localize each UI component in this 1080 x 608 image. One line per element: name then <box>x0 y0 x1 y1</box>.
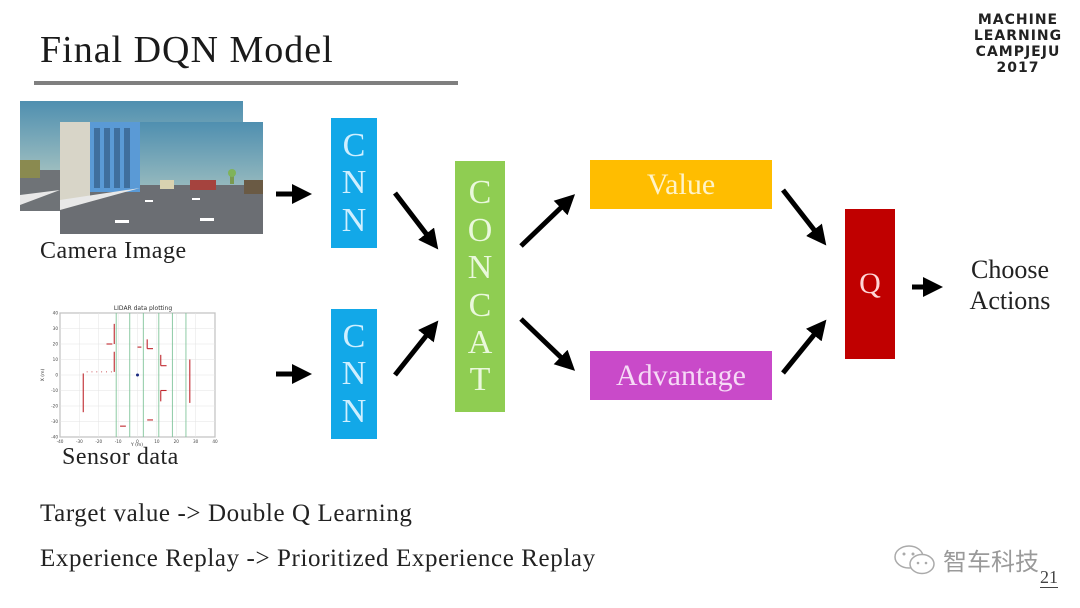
concat-letter: N <box>467 249 493 287</box>
x-tick-label: -40 <box>57 439 64 444</box>
cnn-letter: N <box>341 164 367 202</box>
arrow-cnn-bottom-to-concat <box>393 320 439 377</box>
x-tick-label: 10 <box>154 439 160 444</box>
camera-image <box>20 100 265 235</box>
y-tick-label: -20 <box>51 404 58 409</box>
lidar-points <box>82 323 191 427</box>
cnn-box-top: C N N <box>331 118 377 248</box>
wechat-icon <box>894 544 935 574</box>
logo-line: CAMPJEJU <box>975 44 1061 60</box>
x-tick-label: -30 <box>76 439 83 444</box>
x-tick-label: 0 <box>136 439 139 444</box>
cnn-letter: C <box>342 126 366 164</box>
logo-line: 2017 <box>996 60 1040 76</box>
ml-camp-jeju-logo: MACHINE LEARNING CAMPJEJU 2017 <box>968 12 1068 76</box>
concat-letter: O <box>467 211 493 249</box>
concat-box: C O N C A T <box>455 161 505 412</box>
y-tick-label: 30 <box>53 326 59 331</box>
watermark-text: 智车科技 <box>943 548 1039 576</box>
watermark: 智车科技 <box>893 542 1039 577</box>
arrow-concat-to-value <box>519 194 576 248</box>
lidar-y-label: X (m) <box>40 369 46 382</box>
y-tick-label: 10 <box>53 357 59 362</box>
choose-actions-line: Actions <box>969 286 1051 315</box>
x-tick-label: 20 <box>174 439 180 444</box>
x-tick-label: -20 <box>95 439 102 444</box>
concat-letter: A <box>467 323 493 361</box>
arrow-concat-to-advantage <box>519 317 576 371</box>
lidar-x-label: Y (m) <box>130 442 143 447</box>
y-tick-label: 0 <box>55 373 58 378</box>
x-tick-label: 30 <box>193 439 199 444</box>
sensor-data-caption: Sensor data <box>62 444 179 470</box>
value-stream-box: Value <box>590 160 772 209</box>
arrow-advantage-to-q <box>781 319 827 375</box>
note-experience-replay: Experience Replay -> Prioritized Experie… <box>40 545 596 572</box>
cnn-letter: N <box>341 355 367 393</box>
advantage-stream-box: Advantage <box>590 351 772 400</box>
lidar-y-ticks: 40 30 20 10 0 -10 -20 -30 -40 <box>51 311 58 440</box>
camera-image-frames <box>20 101 263 234</box>
lidar-return <box>101 371 103 373</box>
choose-actions-label: Choose Actions <box>950 254 1070 316</box>
q-output-box: Q <box>845 209 895 359</box>
choose-actions-line: Choose <box>971 255 1049 284</box>
cnn-box-bottom: C N N <box>331 309 377 439</box>
concat-letter: T <box>469 361 491 399</box>
lidar-return <box>106 371 107 373</box>
front-frame <box>60 122 263 234</box>
y-tick-label: -10 <box>51 388 58 393</box>
lidar-return <box>110 371 112 373</box>
camera-image-caption: Camera Image <box>40 238 187 264</box>
lidar-return <box>91 371 93 373</box>
lidar-x-ticks: -40 -30 -20 -10 0 10 20 30 40 <box>57 439 218 444</box>
slide-title: Final DQN Model <box>40 29 334 71</box>
lidar-plot-title: LIDAR data plotting <box>114 305 173 312</box>
y-tick-label: 20 <box>53 342 59 347</box>
logo-line: LEARNING <box>973 28 1063 44</box>
x-tick-label: -10 <box>115 439 122 444</box>
lidar-lane-lines <box>115 313 187 437</box>
y-tick-label: -30 <box>51 419 58 424</box>
cnn-letter: C <box>342 317 366 355</box>
ego-vehicle-marker <box>136 373 139 377</box>
cnn-letter: N <box>341 201 367 239</box>
arrow-cnn-top-to-concat <box>393 191 439 250</box>
note-target-value: Target value -> Double Q Learning <box>40 500 413 527</box>
lidar-return <box>96 371 98 373</box>
page-number: 21 <box>1040 567 1058 588</box>
x-tick-label: 40 <box>212 439 218 444</box>
concat-letter: C <box>468 286 492 324</box>
cnn-letter: N <box>341 392 367 430</box>
arrow-value-to-q <box>781 188 827 246</box>
logo-line: MACHINE <box>977 12 1059 28</box>
y-tick-label: -40 <box>51 435 58 440</box>
title-underline <box>34 81 458 85</box>
concat-letter: C <box>468 174 492 212</box>
y-tick-label: 40 <box>53 311 59 316</box>
lidar-return <box>86 371 88 373</box>
